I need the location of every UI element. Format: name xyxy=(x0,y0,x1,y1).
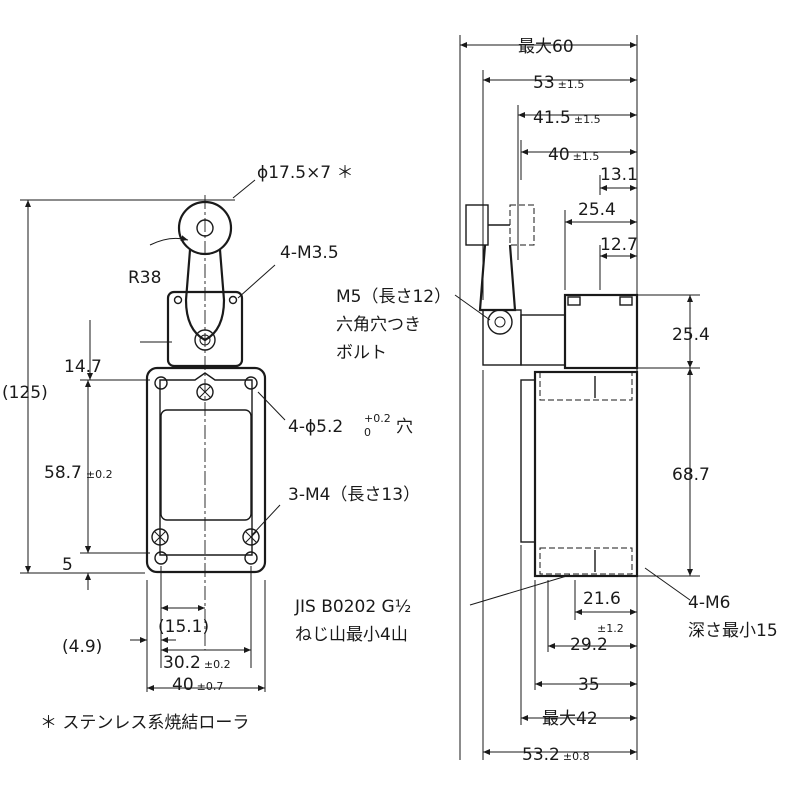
mount-label-line1: 4-M6 xyxy=(688,593,730,613)
dim-40-label: 40±0.7 xyxy=(172,675,223,695)
dim-29-2-label: 29.2 xyxy=(570,635,608,655)
side-view: 最大60 53±1.5 41.5±1.5 40±1.5 13.1 25.4 12… xyxy=(294,35,778,765)
footnote: ＊ ステンレス系焼結ローラ xyxy=(40,713,249,733)
roller-spec-label: ϕ17.5×7 ＊ xyxy=(257,163,354,183)
roller-side xyxy=(465,204,489,246)
dim-29-2-tol: ±1.2 xyxy=(597,622,624,635)
lever-side xyxy=(478,244,517,312)
head-side xyxy=(520,314,566,366)
dim-53-label: 53±1.5 xyxy=(533,73,584,93)
max-60-label: 最大60 xyxy=(518,37,574,57)
head-screw-icon xyxy=(228,295,238,305)
mount-holes-tol-upper: +0.2 xyxy=(364,412,391,425)
head-screw-icon xyxy=(173,295,183,305)
dim-15-1-label: (15.1) xyxy=(158,617,209,637)
mount-holes-tol-lower: 0 xyxy=(364,426,371,439)
max-42-label: 最大42 xyxy=(542,709,598,729)
dim-68-7-label: 68.7 xyxy=(672,465,710,485)
bolt-label-line1: M5（長さ12） xyxy=(336,287,451,307)
dim-41-5-label: 41.5±1.5 xyxy=(533,108,601,128)
dim-30-2-label: 30.2±0.2 xyxy=(163,653,231,673)
mount-holes-suffix: 穴 xyxy=(396,417,413,437)
dim-35-label: 35 xyxy=(578,675,600,695)
cover-screw-icon xyxy=(151,383,260,546)
body-side xyxy=(533,370,639,578)
switch-body xyxy=(145,366,267,574)
dim-58-7-label: 58.7±0.2 xyxy=(44,463,113,483)
conduit-label-line1: JIS B0202 G½ xyxy=(294,597,411,617)
bolt-icon xyxy=(487,309,513,335)
dim-25-4-top-label: 25.4 xyxy=(578,200,616,220)
conduit-label-line2: ねじ山最小4山 xyxy=(295,625,408,645)
bolt-label-line2: 六角穴つき xyxy=(336,315,421,335)
dim-25-4-right-label: 25.4 xyxy=(672,325,710,345)
mount-holes-label: 4-ϕ5.2 xyxy=(288,417,343,437)
mount-hole-icon xyxy=(154,376,258,565)
front-view: ϕ17.5×7 ＊ R38 4-M3.5 (125) 14.7 58.7±0.2… xyxy=(2,163,420,695)
lever-radius-label: R38 xyxy=(128,268,161,288)
mount-label-line2: 深さ最小15 xyxy=(688,621,778,641)
dim-14-7-label: 14.7 xyxy=(64,357,102,377)
dim-40-side-label: 40±1.5 xyxy=(548,145,599,165)
head-screws-label: 4-M3.5 xyxy=(280,243,339,263)
cover-outline xyxy=(159,372,253,556)
bolt-label-line3: ボルト xyxy=(336,343,387,363)
dim-4-9-label: (4.9) xyxy=(62,637,102,657)
dim-53-2-label: 53.2±0.8 xyxy=(522,745,590,765)
dim-21-6-label: 21.6 xyxy=(583,589,621,609)
cover-window xyxy=(160,409,252,521)
head-block xyxy=(563,293,639,370)
dim-12-7-label: 12.7 xyxy=(600,235,638,255)
cover-screws-label: 3-M4（長さ13） xyxy=(288,485,420,505)
dim-5-label: 5 xyxy=(62,555,73,575)
overall-height-label: (125) xyxy=(2,383,48,403)
dim-13-1-label: 13.1 xyxy=(600,165,638,185)
roller-side-hidden xyxy=(509,204,535,246)
